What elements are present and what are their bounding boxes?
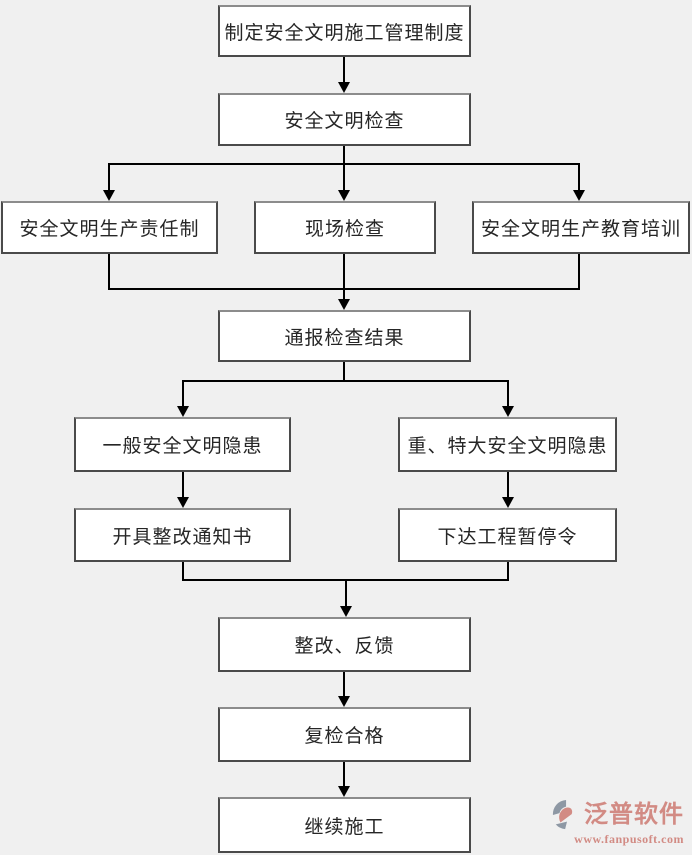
connector-line <box>182 472 184 498</box>
arrowhead-icon <box>338 82 350 93</box>
flow-node-rectify-feedback: 整改、反馈 <box>218 617 471 672</box>
connector-line <box>182 562 184 581</box>
connector-line <box>343 163 345 191</box>
connector-line <box>578 163 580 191</box>
arrowhead-icon <box>338 190 350 201</box>
vendor-brand-text: 泛普软件 <box>584 802 684 828</box>
arrowhead-icon <box>103 190 115 201</box>
arrowhead-icon <box>338 299 350 310</box>
arrowhead-icon <box>177 406 189 417</box>
connector-line <box>343 362 345 381</box>
flow-node-safety-inspection: 安全文明检查 <box>218 93 471 146</box>
connector-line <box>182 380 509 382</box>
connector-line <box>108 163 110 191</box>
arrowhead-icon <box>177 497 189 508</box>
connector-line <box>343 672 345 698</box>
flow-node-suspension-order: 下达工程暂停令 <box>398 508 617 562</box>
vendor-watermark: 泛普软件 www.fanpusoft.com <box>544 799 684 847</box>
connector-line <box>343 762 345 788</box>
flow-node-onsite-check: 现场检查 <box>254 201 436 254</box>
connector-line <box>108 254 110 290</box>
connector-line <box>343 288 345 301</box>
arrowhead-icon <box>340 606 352 617</box>
arrowhead-icon <box>502 406 514 417</box>
flow-node-report-results: 通报检查结果 <box>218 310 471 362</box>
connector-line <box>343 57 345 84</box>
flow-node-major-hazard: 重、特大安全文明隐患 <box>398 417 617 472</box>
flow-node-rectification-notice: 开具整改通知书 <box>74 508 291 562</box>
flow-node-continue-construction: 继续施工 <box>218 797 471 853</box>
arrowhead-icon <box>502 497 514 508</box>
arrowhead-icon <box>573 190 585 201</box>
connector-line <box>182 380 184 407</box>
connector-line <box>578 254 580 290</box>
connector-line <box>507 472 509 498</box>
flow-node-production-responsibility: 安全文明生产责任制 <box>1 201 218 254</box>
fanpu-logo-icon <box>552 800 573 830</box>
arrowhead-icon <box>338 786 350 797</box>
connector-line <box>507 562 509 581</box>
flow-node-general-hazard: 一般安全文明隐患 <box>74 417 291 472</box>
connector-line <box>343 146 345 165</box>
connector-line <box>507 380 509 407</box>
arrowhead-icon <box>338 696 350 707</box>
connector-line <box>345 579 347 608</box>
connector-line <box>343 254 345 290</box>
vendor-url-text: www.fanpusoft.com <box>574 832 684 846</box>
flow-node-establish-system: 制定安全文明施工管理制度 <box>218 5 471 57</box>
flow-node-recheck-pass: 复检合格 <box>218 707 471 762</box>
flow-node-education-training: 安全文明生产教育培训 <box>472 201 690 254</box>
